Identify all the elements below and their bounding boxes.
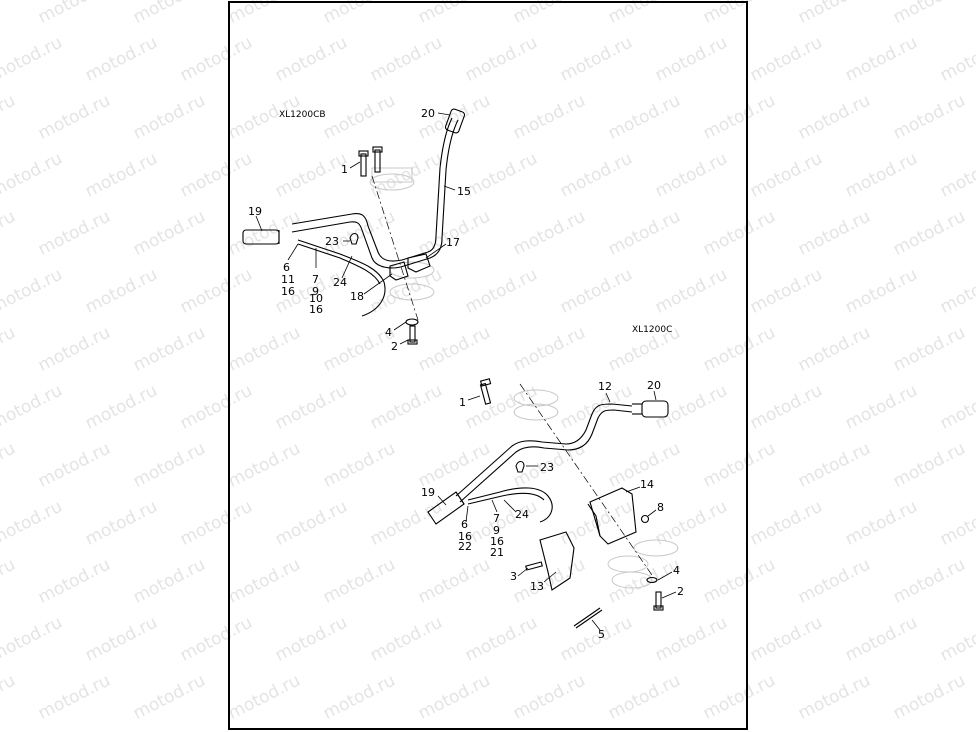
top-clamps — [389, 253, 431, 281]
callout-12: 12 — [598, 380, 612, 393]
bottom-callouts: 1 12 20 23 19 24 14 8 3 13 4 2 5 6 16 22… — [421, 379, 684, 641]
callout-14: 14 — [640, 478, 654, 491]
callout-16: 16 — [281, 285, 295, 298]
model-label-xl1200cb: XL1200CB — [279, 110, 326, 120]
callout-13: 13 — [530, 580, 544, 593]
callout-1: 1 — [459, 396, 466, 409]
callout-9: 9 — [312, 285, 319, 298]
callout-16b: 16 — [490, 535, 504, 548]
top-callouts: 1 20 15 17 19 23 24 18 4 2 6 11 16 7 9 1… — [248, 107, 471, 353]
top-center-axis — [371, 175, 419, 321]
bottom-riser-ghost — [513, 389, 679, 589]
bottom-cable-tie — [573, 607, 601, 627]
callout-8: 8 — [657, 501, 664, 514]
callout-7: 7 — [312, 273, 319, 286]
callout-16b: 16 — [309, 303, 323, 316]
callout-4: 4 — [673, 564, 680, 577]
bottom-cover-14 — [589, 487, 637, 545]
callout-20: 20 — [421, 107, 435, 120]
callout-3: 3 — [510, 570, 517, 583]
top-clip — [349, 232, 359, 245]
callout-2: 2 — [391, 340, 398, 353]
top-right-grip-end — [444, 108, 466, 134]
callout-16: 16 — [458, 530, 472, 543]
callout-24: 24 — [515, 508, 529, 521]
model-label-xl1200c: XL1200C — [632, 325, 672, 335]
bottom-lower-fasteners — [646, 576, 664, 611]
top-left-grip — [242, 229, 280, 245]
top-leader-lines — [255, 112, 456, 345]
callout-23: 23 — [325, 235, 339, 248]
bottom-center-axis — [519, 383, 655, 579]
callout-18: 18 — [350, 290, 364, 303]
bottom-assembly: XL1200C — [421, 325, 684, 641]
callout-20: 20 — [647, 379, 661, 392]
callout-24: 24 — [333, 276, 347, 289]
callout-22: 22 — [458, 540, 472, 553]
bottom-upper-bolt — [479, 378, 492, 405]
bottom-clip — [515, 460, 525, 473]
top-upper-bolts — [358, 146, 383, 177]
bottom-cable — [467, 487, 553, 523]
callout-7: 7 — [493, 512, 500, 525]
callout-10: 10 — [309, 292, 323, 305]
callout-23: 23 — [540, 461, 554, 474]
callout-2: 2 — [677, 585, 684, 598]
top-riser-ghost — [369, 167, 435, 301]
callout-4: 4 — [385, 326, 392, 339]
top-assembly: XL1200CB — [242, 107, 471, 353]
bottom-leader-lines — [437, 390, 677, 631]
bottom-handlebar — [455, 403, 633, 503]
bottom-left-grip — [427, 491, 465, 525]
bottom-cover-13 — [539, 531, 575, 591]
callout-11: 11 — [281, 273, 295, 286]
callout-5: 5 — [598, 628, 605, 641]
callout-21: 21 — [490, 546, 504, 559]
callout-15: 15 — [457, 185, 471, 198]
callout-19: 19 — [248, 205, 262, 218]
bottom-screw-3 — [525, 561, 543, 571]
diagram-frame — [228, 1, 748, 730]
callout-9: 9 — [493, 524, 500, 537]
callout-1: 1 — [341, 163, 348, 176]
callout-6: 6 — [461, 518, 468, 531]
callout-17: 17 — [446, 236, 460, 249]
bottom-nut-8 — [640, 514, 650, 524]
top-handlebar — [291, 117, 459, 269]
bottom-right-grip — [632, 400, 669, 418]
callout-19: 19 — [421, 486, 435, 499]
callout-6: 6 — [283, 261, 290, 274]
